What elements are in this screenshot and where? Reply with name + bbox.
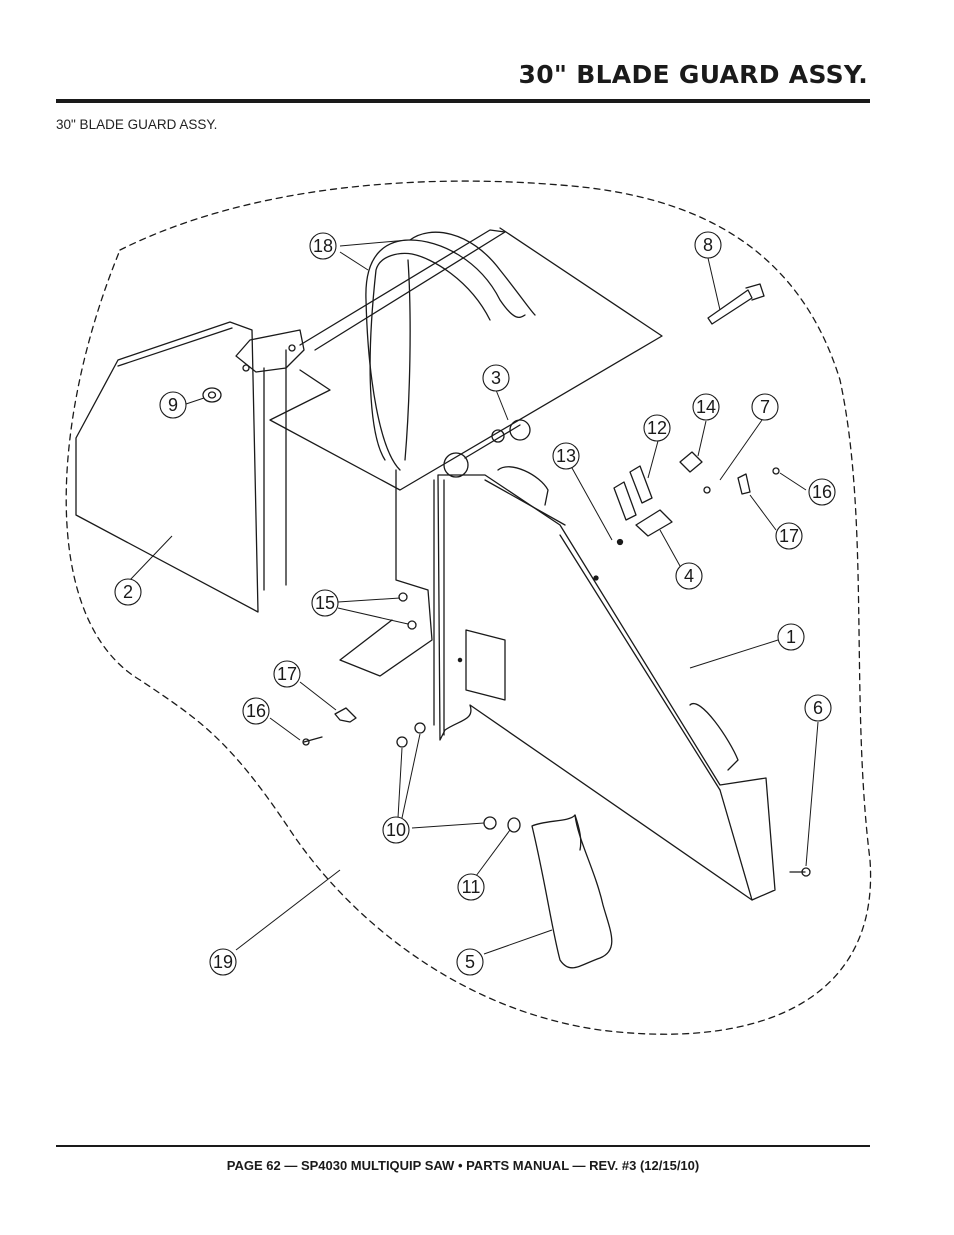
callout-circle: [114, 578, 142, 606]
footer-rule: [56, 1145, 870, 1147]
callout-number: 5: [465, 952, 475, 972]
callout-number: 6: [813, 698, 823, 718]
callout-number: 18: [313, 236, 333, 256]
callout-circle: [209, 948, 237, 976]
callout-circle: [804, 694, 832, 722]
callout-number: 16: [246, 701, 266, 721]
callout-circle: [675, 562, 703, 590]
callout-number: 4: [684, 566, 694, 586]
callout-number: 13: [556, 446, 576, 466]
callout-circle: [808, 478, 836, 506]
page-title: 30" BLADE GUARD ASSY.: [518, 60, 868, 89]
callout-circle: [694, 231, 722, 259]
callout-number: 2: [123, 582, 133, 602]
callout-circle: [692, 393, 720, 421]
callout-circle: [382, 816, 410, 844]
callout-circle: [273, 660, 301, 688]
bolt: [707, 283, 765, 325]
callout-circle: [775, 522, 803, 550]
left-side-plate: [75, 321, 305, 613]
callout-circle: [309, 232, 337, 260]
callout-circle: [242, 697, 270, 725]
callout-number: 11: [462, 877, 481, 897]
callout-circle: [751, 393, 779, 421]
callout-number: 14: [696, 397, 716, 417]
callout-number: 12: [647, 418, 667, 438]
callout-circle: [643, 414, 671, 442]
callout-number: 10: [386, 820, 406, 840]
callout-number: 1: [786, 627, 796, 647]
guard-housing: [433, 419, 776, 901]
callout-number: 16: [812, 482, 832, 502]
callout-circle: [159, 391, 187, 419]
assembly-boundary: [65, 180, 872, 1035]
callout-number: 7: [760, 397, 770, 417]
callout-number: 17: [779, 526, 799, 546]
rubber-flap: [531, 814, 613, 969]
callout-circle: [777, 623, 805, 651]
callout-number: 9: [168, 395, 178, 415]
header-rule: [56, 99, 870, 103]
callout-circle: [456, 948, 484, 976]
callout-number: 15: [315, 593, 335, 613]
callout-circle: [482, 364, 510, 392]
hose: [365, 231, 536, 471]
section-caption: 30" BLADE GUARD ASSY.: [56, 117, 218, 132]
callout-number: 19: [213, 952, 233, 972]
callout-number: 3: [491, 368, 501, 388]
callout-number: 8: [703, 235, 713, 255]
callout-circle: [457, 873, 485, 901]
callout-number: 17: [277, 664, 297, 684]
callout-circle: [311, 589, 339, 617]
page-footer: PAGE 62 — SP4030 MULTIQUIP SAW • PARTS M…: [226, 1158, 700, 1173]
callout-circle: [552, 442, 580, 470]
